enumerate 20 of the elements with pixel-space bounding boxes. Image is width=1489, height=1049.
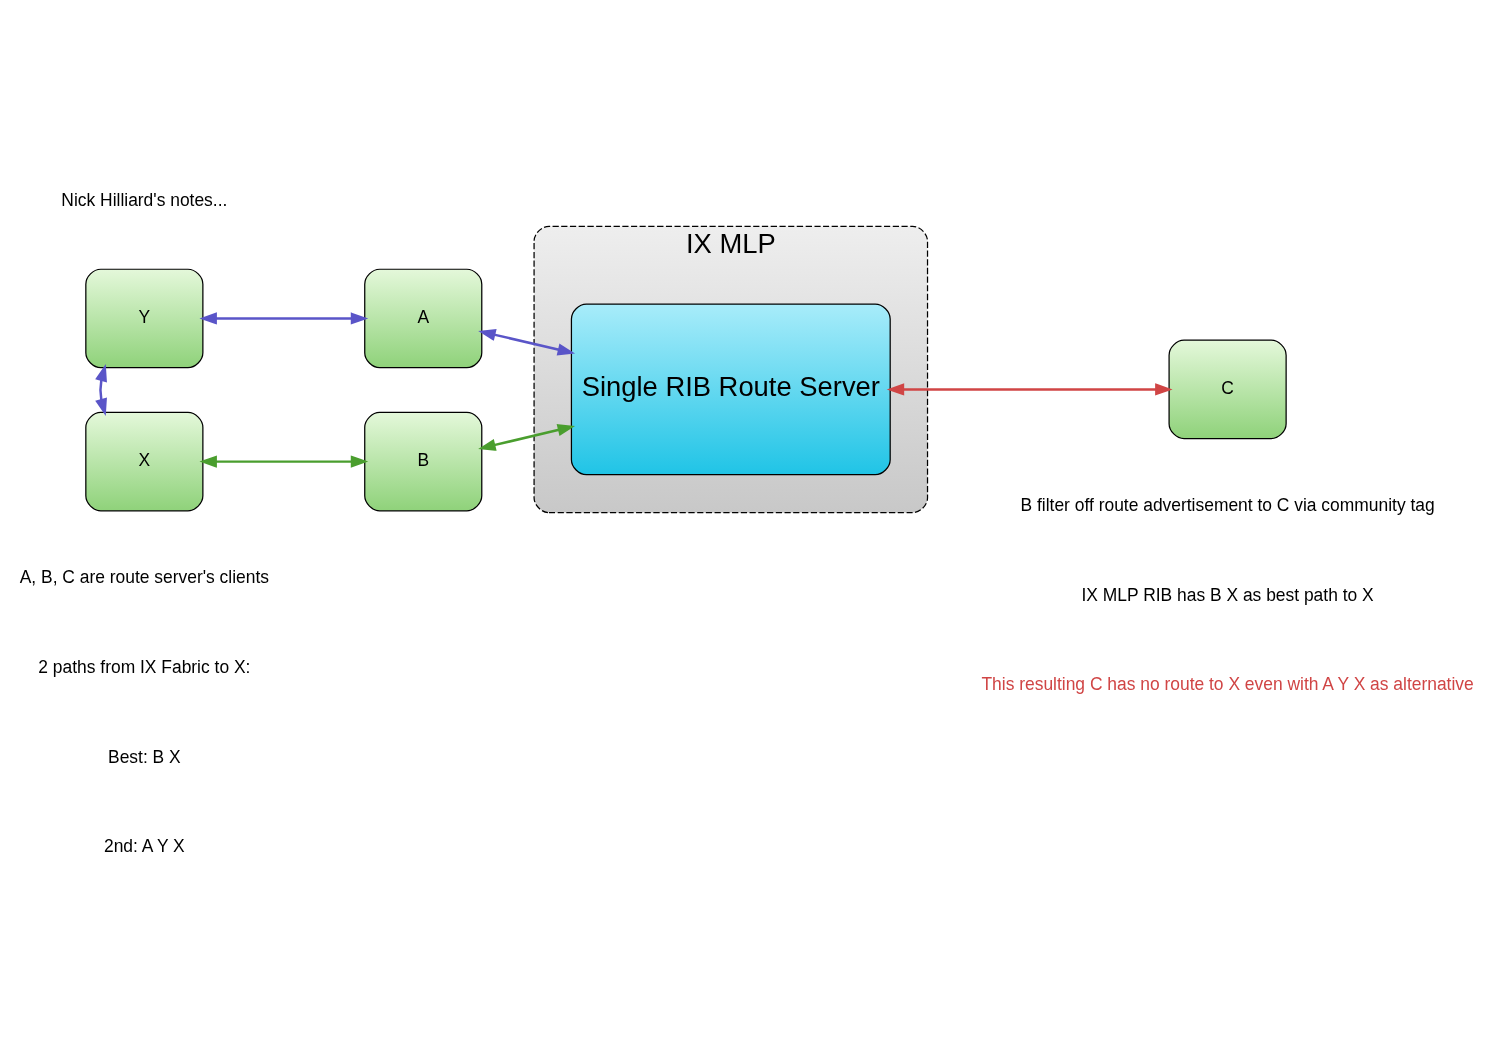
arrow — [199, 455, 369, 468]
node-box: A — [364, 268, 483, 369]
arrow — [95, 364, 107, 417]
label: Best: B X — [108, 746, 181, 767]
label: 2nd: A Y X — [103, 836, 185, 857]
node-box: B — [364, 411, 483, 512]
label: This resulting C has no route to X even with A Y X as alternative — [981, 674, 1474, 695]
label: B filter off route advertisement to C via community tag — [1020, 495, 1435, 516]
label: IX MLP RIB has B X as best path to X — [1081, 584, 1374, 605]
node-box: C — [1168, 339, 1287, 440]
label: Nick Hilliard's notes... — [61, 190, 228, 210]
node-box: Y — [85, 268, 204, 369]
label: A, B, C are route server's clients — [19, 567, 269, 588]
arrow — [478, 328, 576, 356]
arrow — [478, 424, 576, 451]
arrow — [199, 312, 369, 325]
node-box: X — [85, 411, 204, 512]
arrow — [886, 383, 1173, 396]
label: 2 paths from IX Fabric to X: — [38, 656, 251, 677]
node-box: Single RIB Route Server — [570, 303, 891, 476]
